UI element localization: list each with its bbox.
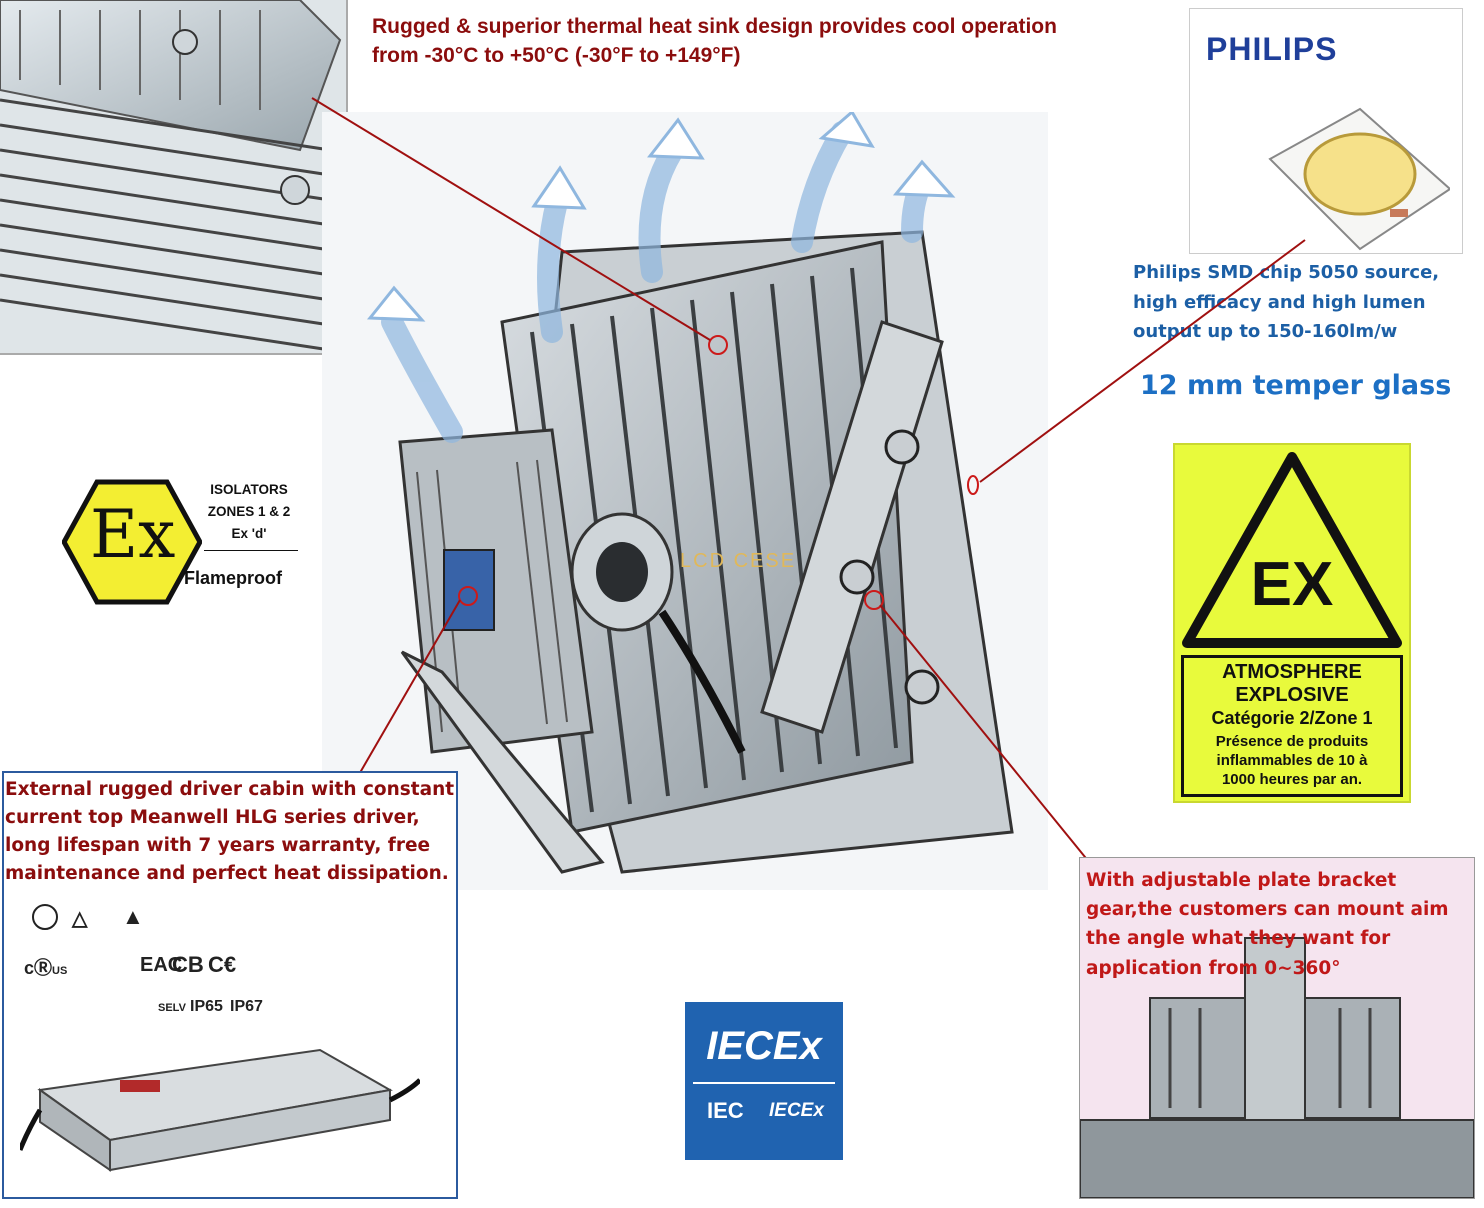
kc-mark-icon [32, 904, 58, 930]
selv-mark: SELV [158, 1002, 186, 1014]
iecex-logo: IECEx IEC IECEx [685, 1002, 843, 1160]
ex-rule [204, 550, 298, 551]
philips-logo: PHILIPS [1206, 31, 1338, 67]
iecex-divider [693, 1082, 835, 1084]
bracket-callout: With adjustable plate bracket gear,the c… [1086, 870, 1449, 979]
us-mark-label: US [52, 965, 68, 977]
iecex-sub-logo: IECEx [769, 1100, 824, 1121]
bracket-photo [1080, 937, 1474, 1198]
cb-mark: CB [172, 952, 204, 977]
warning-triangle-icon [1182, 452, 1402, 648]
bracket-panel [1079, 857, 1475, 1199]
atex-symbol: EX [1250, 550, 1334, 619]
eac-mark: EAC [140, 954, 183, 976]
philips-panel: PHILIPS [1189, 8, 1463, 254]
ex-flameproof-badge: Ex ISOLATORS ZONES 1 & 2 Ex 'd' Flamepro… [62, 478, 312, 608]
heat-sink-photo [0, 0, 348, 355]
atex-line-1: ATMOSPHERE [1222, 661, 1362, 683]
atex-line-5: inflammables de 10 à [1216, 752, 1368, 769]
ex-line-3: Ex 'd' [231, 526, 267, 541]
ex-line-2: ZONES 1 & 2 [207, 504, 291, 519]
ex-hexagon-icon [62, 479, 202, 605]
glass-callout: 12 mm temper glass [1140, 370, 1452, 401]
atex-line-2: EXPLOSIVE [1235, 684, 1349, 706]
triangle-mark-icon: △ [72, 908, 88, 930]
iec-sub-logo: IEC [707, 1098, 744, 1123]
ip67-mark: IP67 [230, 998, 263, 1015]
driver-callout: External rugged driver cabin with consta… [5, 779, 455, 885]
ce-mark: C€ [208, 952, 237, 977]
atex-line-6: 1000 heures par an. [1221, 771, 1363, 788]
ip65-mark: IP65 [190, 998, 223, 1015]
watermark: LCD CESE [680, 550, 797, 572]
iecex-title: IECEx [706, 1024, 822, 1068]
atex-line-4: Présence de produits [1215, 733, 1369, 750]
atex-text-frame [1181, 655, 1403, 797]
cul-us-mark: cⓇUS [24, 958, 68, 978]
atex-warning-sign: EX ATMOSPHERE EXPLOSIVE Catégorie 2/Zone… [1173, 443, 1411, 803]
cert-marks: △ ▲ cⓇUS EAC CB C€ SELV IP65 IP67 [12, 900, 452, 1020]
heat-sink-callout: Rugged & superior thermal heat sink desi… [372, 15, 1057, 68]
led-chip-icon [1268, 107, 1450, 251]
meanwell-driver-photo [20, 1048, 420, 1172]
triangle-mark-icon-2: ▲ [122, 904, 144, 929]
atex-line-3: Catégorie 2/Zone 1 [1211, 708, 1373, 728]
philips-chip-callout: Philips SMD chip 5050 source, high effic… [1133, 262, 1440, 343]
ex-line-1: ISOLATORS [210, 482, 288, 497]
ex-label: Flameproof [184, 568, 283, 588]
ex-symbol: Ex [90, 496, 176, 573]
